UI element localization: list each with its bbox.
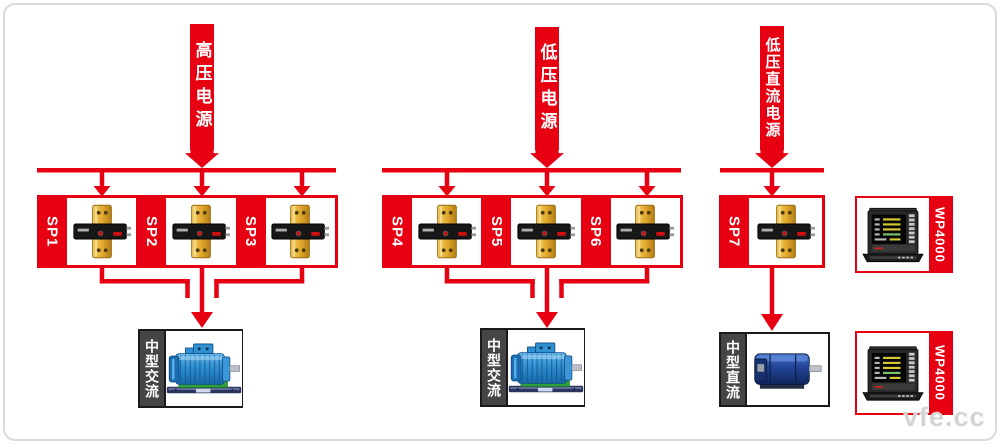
instrument-box-1: WP4000: [855, 196, 953, 273]
source-banner-lv: 低压电源: [535, 27, 559, 150]
load-box-ac-1: 中型交流: [138, 329, 243, 408]
sp6-panel: [610, 198, 680, 265]
sp5-transducer-icon: [517, 204, 576, 259]
load-box-ac-1-strip: 中型交流: [140, 331, 166, 406]
sp1-transducer-icon: [73, 204, 132, 259]
sp6-strip: SP6: [581, 198, 611, 265]
source-banner-lvdc-label: 低压直流电源: [763, 37, 781, 139]
sp7-panel: [749, 198, 822, 265]
instrument-box-2-label: WP4000: [932, 345, 948, 401]
sp2-panel: [166, 198, 236, 265]
sp4-transducer-icon: [418, 204, 477, 259]
sp5-strip: SP5: [481, 198, 511, 265]
source-banner-lvdc-arrowhead-icon: [755, 149, 789, 168]
instrument-box-1-strip: WP4000: [929, 198, 951, 271]
instrument-box-2-panel: [857, 333, 929, 413]
power-analyzer-icon: [862, 207, 924, 262]
sp3-transducer-icon: [271, 204, 330, 259]
load-box-dc-panel: [747, 334, 828, 405]
sp2-label: SP2: [142, 215, 160, 248]
load-box-ac-2-label: 中型交流: [486, 337, 502, 398]
watermark: vfe.cc: [903, 402, 986, 432]
source-banner-lvdc: 低压直流电源: [760, 26, 784, 150]
load-box-dc: 中型直流: [719, 332, 830, 407]
sp3-strip: SP3: [236, 198, 266, 265]
power-analyzer-icon: [862, 345, 924, 401]
sp-group-1: SP1 SP2 SP3: [37, 195, 338, 268]
load-box-ac-2-panel: [508, 330, 584, 405]
sp-group-2: SP4 SP5 SP6: [382, 195, 683, 268]
bus-line-group-1: [37, 168, 824, 173]
sp4-panel: [412, 198, 482, 265]
source-banner-hv-arrowhead-icon: [185, 149, 219, 168]
output-connector-group-1: [99, 268, 305, 328]
instrument-box-1-label: WP4000: [932, 206, 948, 263]
sp2-transducer-icon: [172, 204, 231, 259]
output-connector-group-3: [761, 268, 783, 331]
sp1-label: SP1: [43, 215, 61, 248]
sp7-strip: SP7: [719, 198, 749, 265]
instrument-box-1-panel: [857, 198, 929, 271]
instrument-box-2-strip: WP4000: [929, 333, 951, 413]
source-banner-hv: 高压电源: [190, 24, 214, 150]
sp1-panel: [67, 198, 137, 265]
sp6-label: SP6: [587, 215, 605, 248]
sp4-label: SP4: [388, 215, 406, 248]
output-connector-group-2: [444, 268, 650, 328]
instrument-box-2: WP4000: [855, 331, 953, 415]
load-box-ac-2: 中型交流: [480, 328, 585, 407]
load-box-dc-label: 中型直流: [725, 339, 741, 400]
sp2-strip: SP2: [136, 198, 166, 265]
sp7-transducer-icon: [756, 204, 816, 259]
sp3-label: SP3: [242, 215, 260, 248]
load-box-ac-2-strip: 中型交流: [482, 330, 508, 405]
sp1-strip: SP1: [37, 198, 67, 265]
load-box-ac-1-panel: [166, 331, 242, 406]
sp-group-3: SP7: [719, 195, 825, 268]
dc-motor-icon: [753, 352, 822, 389]
load-box-dc-strip: 中型直流: [721, 334, 747, 405]
load-box-ac-1-label: 中型交流: [144, 338, 160, 399]
sp6-transducer-icon: [616, 204, 675, 259]
ac-motor-icon: [166, 342, 242, 394]
source-banner-hv-label: 高压电源: [192, 41, 212, 133]
sp4-strip: SP4: [382, 198, 412, 265]
source-banner-lv-label: 低压电源: [537, 42, 557, 135]
feed-arrows: [93, 172, 781, 197]
sp7-label: SP7: [725, 215, 743, 248]
sp5-panel: [511, 198, 581, 265]
ac-motor-icon: [508, 341, 584, 393]
source-banner-lv-arrowhead-icon: [530, 149, 564, 168]
sp5-label: SP5: [487, 215, 505, 248]
sp3-panel: [265, 198, 335, 265]
